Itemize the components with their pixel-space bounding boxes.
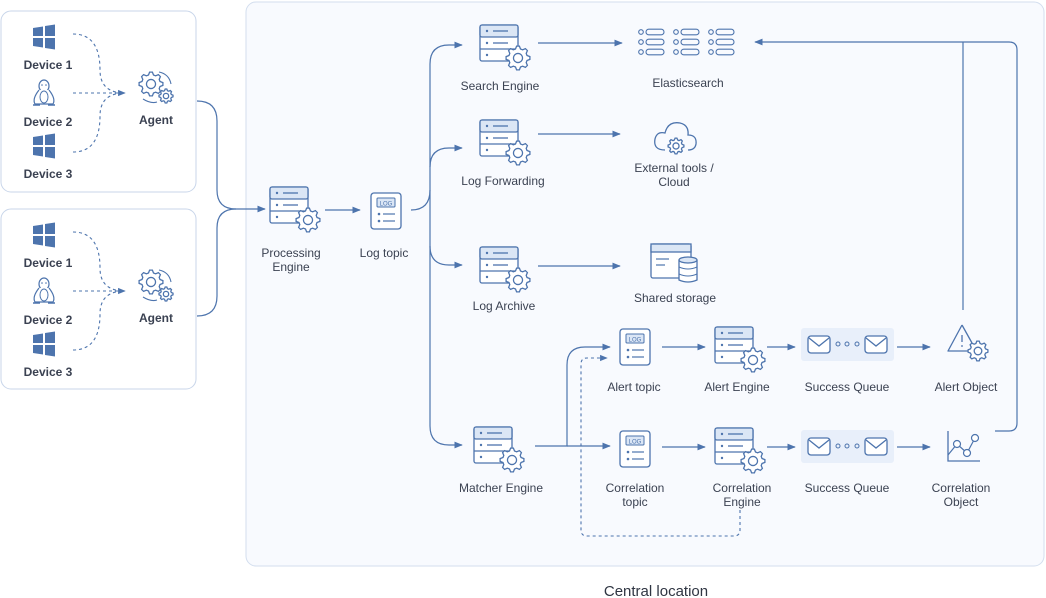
correlation-topic-icon: LOG [619, 430, 651, 468]
source-group-2: Device 1 Device 2 Device 3 Agent [24, 256, 173, 379]
source-group-1-panel [0, 10, 197, 193]
device-2-label: Device 2 [24, 313, 73, 327]
matcher-engine-server-icon [473, 426, 525, 473]
central-location-panel [245, 1, 1045, 567]
processing-engine-label-2: Engine [272, 260, 310, 274]
correlation-object-label-2: Object [944, 495, 979, 509]
processing-engine-label-1: Processing [261, 246, 320, 260]
connector-arrow [429, 144, 463, 168]
success-queue-1-label: Success Queue [805, 380, 890, 394]
device-1-label: Device 1 [24, 58, 73, 72]
search-engine-label: Search Engine [461, 79, 540, 93]
agent-label: Agent [139, 113, 173, 127]
correlation-topic-label-2: topic [622, 495, 647, 509]
log-forwarding-label: Log Forwarding [461, 174, 544, 188]
log-archive-label: Log Archive [473, 299, 536, 313]
dashed-connector-arrow [580, 354, 741, 537]
agent-label: Agent [139, 311, 173, 325]
device-1-label: Device 1 [24, 256, 73, 270]
log-archive-server-icon [479, 246, 531, 293]
connectors [72, 33, 1018, 537]
central-location-title: Central location [604, 583, 708, 598]
correlation-engine-label-2: Engine [723, 495, 761, 509]
alert-topic-icon: LOG [619, 328, 651, 366]
dashed-connector-arrow [72, 290, 126, 351]
windows-icon [33, 24, 55, 50]
shared-storage-label: Shared storage [634, 291, 716, 305]
elasticsearch-icon [638, 28, 735, 56]
shared-storage-icon [650, 243, 698, 283]
correlation-engine-server-icon [714, 427, 766, 474]
dashed-connector-arrow [72, 92, 126, 153]
correlation-object-label-1: Correlation [932, 481, 991, 495]
svg-text:LOG: LOG [629, 440, 642, 446]
external-tools-label-1: External tools / [634, 161, 714, 175]
external-tools-label-2: Cloud [658, 175, 689, 189]
source-group-1: Device 1 Device 2 Device 3 Agent [24, 58, 173, 181]
icons: LOG LOG LOG [33, 24, 989, 474]
cloud-icon [654, 122, 697, 155]
success-queue-2-label: Success Queue [805, 481, 890, 495]
correlation-topic-label-1: Correlation [606, 481, 665, 495]
elasticsearch-label: Elasticsearch [652, 76, 723, 90]
connector-arrow [196, 100, 266, 213]
dashed-connector-arrow [72, 33, 126, 97]
alert-topic-label: Alert topic [607, 380, 660, 394]
source-group-2-panel [0, 208, 197, 390]
success-queue-icon [801, 430, 894, 463]
log-topic-icon: LOG [370, 192, 402, 230]
windows-icon [33, 133, 55, 159]
connector-arrow [196, 208, 237, 317]
correlation-object-icon [947, 431, 980, 462]
svg-text:LOG: LOG [629, 338, 642, 344]
svg-text:LOG: LOG [380, 202, 393, 208]
processing-engine-server-icon [269, 186, 321, 233]
linux-icon [33, 79, 55, 106]
success-queue-icon [801, 328, 894, 361]
connector-arrow [754, 38, 1018, 432]
alert-object-label: Alert Object [935, 380, 998, 394]
agent-gears-icon [138, 269, 174, 302]
device-3-label: Device 3 [24, 365, 73, 379]
connector-arrow [429, 190, 463, 449]
windows-icon [33, 331, 55, 357]
alert-engine-server-icon [714, 326, 766, 373]
log-forwarding-server-icon [479, 119, 531, 166]
connector-arrow [410, 41, 463, 211]
log-topic-label: Log topic [360, 246, 409, 260]
agent-gears-icon [138, 71, 174, 104]
correlation-engine-label-1: Correlation [713, 481, 772, 495]
windows-icon [33, 222, 55, 248]
connector-arrow [535, 343, 611, 447]
device-3-label: Device 3 [24, 167, 73, 181]
matcher-engine-label: Matcher Engine [459, 481, 543, 495]
device-2-label: Device 2 [24, 115, 73, 129]
search-engine-server-icon [479, 24, 531, 71]
alert-object-icon [947, 324, 989, 362]
alert-engine-label: Alert Engine [704, 380, 770, 394]
linux-icon [33, 277, 55, 304]
dashed-connector-arrow [72, 231, 126, 295]
